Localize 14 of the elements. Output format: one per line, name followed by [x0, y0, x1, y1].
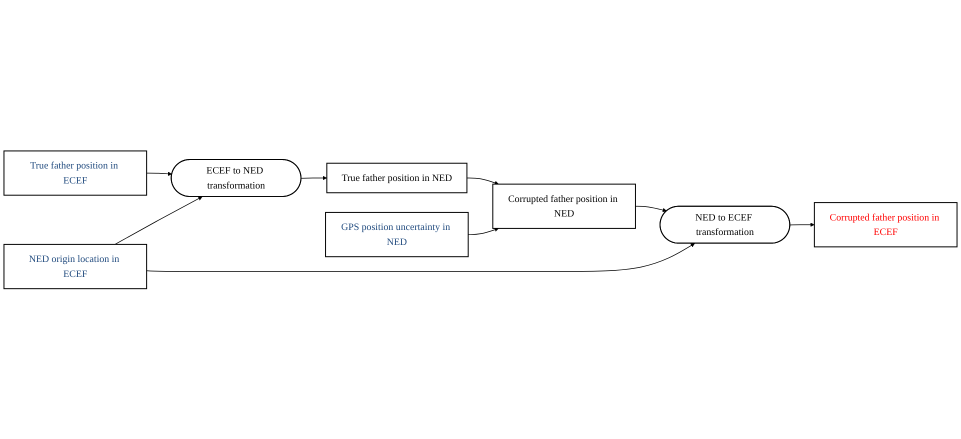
arrow — [146, 242, 695, 272]
node-box: True father position in ECEF — [3, 150, 148, 196]
arrow — [114, 196, 202, 244]
arrow — [300, 176, 328, 180]
arrow — [635, 206, 667, 212]
node-box: Corrupted father position in NED — [492, 183, 636, 229]
node-box: True father position in NED — [326, 162, 468, 193]
node-box: GPS position uncertainty in NED — [325, 212, 469, 257]
node-box: Corrupted father position in ECEF — [814, 202, 958, 248]
arrow — [146, 171, 172, 176]
arrow — [468, 227, 499, 235]
arrow — [466, 177, 499, 185]
node-box: NED origin location in ECEF — [3, 244, 148, 289]
arrow — [790, 222, 815, 227]
